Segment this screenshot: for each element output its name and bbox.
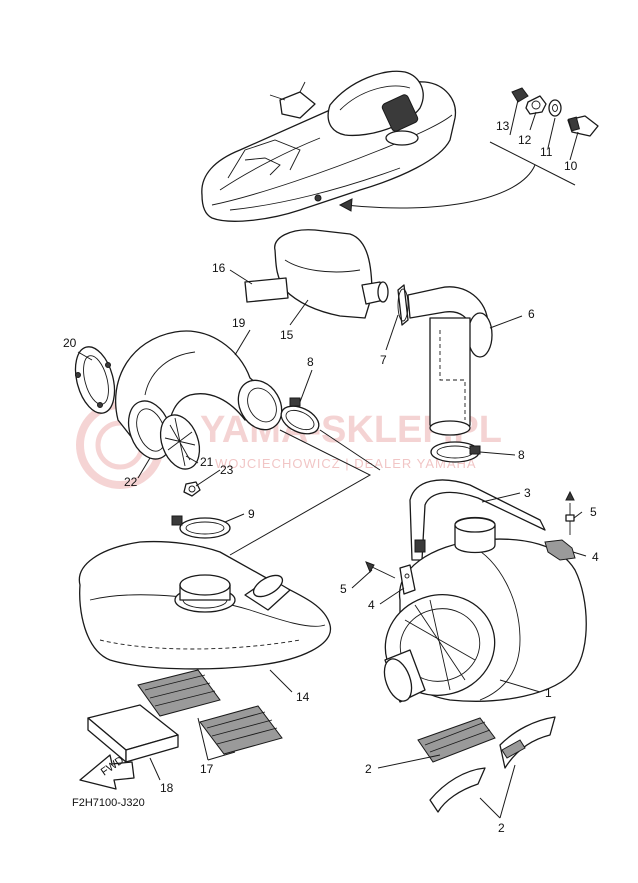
muffler-14: [78, 540, 331, 670]
callout-22: 22: [124, 475, 138, 489]
block-18: [87, 704, 179, 763]
callout-1: 1: [545, 686, 552, 700]
drain-plug-parts: [511, 87, 599, 137]
leader-lines: [77, 99, 587, 819]
pad-17-b: [199, 705, 283, 755]
callout-10: 10: [564, 159, 578, 173]
callout-4a: 4: [592, 550, 599, 564]
callout-2b: 2: [498, 821, 505, 835]
callout-8a: 8: [307, 355, 314, 369]
clamp-8-upper: [280, 397, 320, 435]
bracket-4-left: [399, 564, 416, 595]
callout-13: 13: [496, 119, 510, 133]
clamp-7: [397, 284, 409, 326]
pad-2-b: [499, 716, 556, 769]
callout-21: 21: [200, 455, 214, 469]
nut-23: [183, 481, 201, 497]
screen-21: [159, 414, 201, 470]
pads-2: [417, 716, 556, 813]
callout-8b: 8: [518, 448, 525, 462]
watermark-subtext: WOJCIECHOWICZ | DEALER YAMAHA: [215, 456, 477, 471]
callout-2a: 2: [365, 762, 372, 776]
bolt-5-left: [365, 561, 396, 579]
hose-6: [407, 286, 493, 436]
callout-20: 20: [63, 336, 77, 350]
callout-16: 16: [212, 261, 226, 275]
callout-5b: 5: [340, 582, 347, 596]
ring-20: [74, 346, 116, 414]
callout-19: 19: [232, 316, 246, 330]
callout-15: 15: [280, 328, 294, 342]
callout-3: 3: [524, 486, 531, 500]
watercraft-illustration: [201, 70, 457, 222]
drain-detail-arrow: [344, 164, 536, 209]
callout-23: 23: [220, 463, 234, 477]
callout-7: 7: [380, 353, 387, 367]
callout-5a: 5: [590, 505, 597, 519]
callout-6: 6: [528, 307, 535, 321]
diagram-code: F2H7100-J320: [72, 797, 145, 809]
callout-18: 18: [160, 781, 174, 795]
pad-2-c: [429, 767, 486, 813]
clamp-9: [171, 515, 231, 539]
pad-16: [244, 277, 289, 303]
water-box-1: [383, 516, 587, 703]
callout-14: 14: [296, 690, 310, 704]
air-duct-15: [274, 229, 389, 319]
pad-17-a: [137, 669, 221, 717]
callout-11: 11: [540, 145, 553, 159]
callout-4b: 4: [368, 598, 375, 612]
callout-17: 17: [200, 762, 214, 776]
strap-3: [409, 479, 546, 561]
bolt-5-right: [565, 490, 575, 535]
callout-labels: 1 2 2 3 4 4 5 5 6 7 8 8 9 10 11 12 13 14…: [63, 119, 599, 835]
clamp-8-lower: [430, 441, 481, 463]
pad-2-a: [417, 717, 496, 763]
bracket-4-right: [544, 539, 576, 561]
callout-9: 9: [248, 507, 255, 521]
callout-12: 12: [518, 133, 532, 147]
pads-17: [137, 669, 283, 755]
